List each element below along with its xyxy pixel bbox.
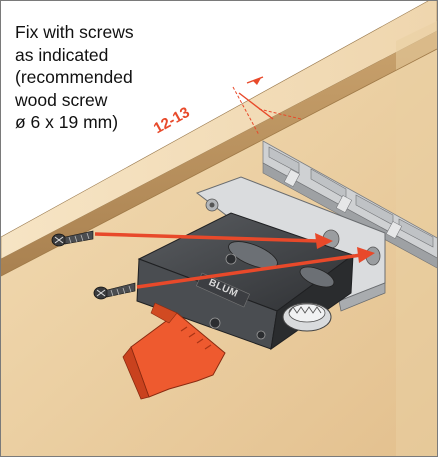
- panel-front-edge: [1, 31, 437, 276]
- arrow-lower: [136, 247, 375, 289]
- instruction-text: Fix with screws as indicated (recommende…: [15, 22, 134, 132]
- adjustment-wheel: [282, 302, 332, 332]
- screw-upper: [51, 230, 94, 247]
- screw-lower: [93, 282, 136, 300]
- rail-bracket: [262, 140, 437, 269]
- arrow-upper: [94, 232, 333, 249]
- panel-top-face: [1, 1, 437, 260]
- dimension-marker: [232, 76, 302, 136]
- orange-lever: [122, 302, 226, 400]
